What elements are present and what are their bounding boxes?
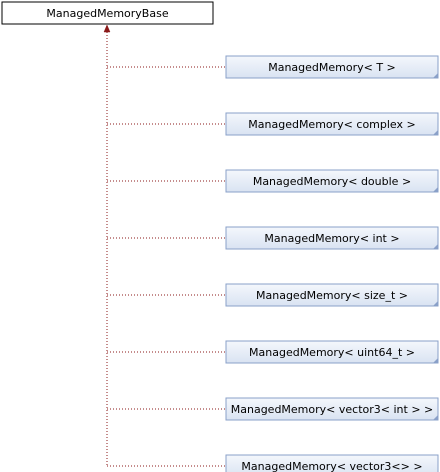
derived-class-box — [225, 226, 439, 250]
derived-class-node[interactable]: ManagedMemory< vector3< int > > — [225, 397, 439, 421]
derived-class-node[interactable]: ManagedMemory< complex > — [225, 112, 439, 136]
derived-class-corner-marker — [433, 187, 438, 192]
derived-class-label: ManagedMemory< complex > — [248, 118, 415, 131]
derived-class-box — [225, 397, 439, 421]
base-class-node[interactable]: ManagedMemoryBase — [1, 1, 214, 25]
derived-class-label: ManagedMemory< size_t > — [256, 289, 408, 302]
derived-class-node[interactable]: ManagedMemory< vector3<> > — [225, 454, 439, 472]
derived-class-node[interactable]: ManagedMemory< double > — [225, 169, 439, 193]
derived-class-label: ManagedMemory< uint64_t > — [249, 346, 415, 359]
derived-class-box — [225, 283, 439, 307]
derived-class-box — [225, 454, 439, 472]
derived-class-label: ManagedMemory< double > — [253, 175, 411, 188]
derived-class-box — [225, 112, 439, 136]
derived-class-node[interactable]: ManagedMemory< size_t > — [225, 283, 439, 307]
derived-class-corner-marker — [433, 130, 438, 135]
derived-class-corner-marker — [433, 244, 438, 249]
derived-class-node[interactable]: ManagedMemory< int > — [225, 226, 439, 250]
base-class-label: ManagedMemoryBase — [46, 7, 168, 20]
derived-class-corner-marker — [433, 301, 438, 306]
inheritance-edges — [106, 32, 226, 467]
derived-class-label: ManagedMemory< vector3< int > > — [231, 403, 434, 416]
derived-class-node[interactable]: ManagedMemory< T > — [225, 55, 439, 79]
derived-class-label: ManagedMemory< vector3<> > — [241, 460, 422, 472]
base-class-box — [1, 1, 214, 25]
derived-class-box — [225, 169, 439, 193]
derived-class-node[interactable]: ManagedMemory< uint64_t > — [225, 340, 439, 364]
derived-class-corner-marker — [433, 415, 438, 420]
inheritance-arrowhead — [103, 24, 111, 33]
derived-class-label: ManagedMemory< T > — [268, 61, 396, 74]
derived-class-corner-marker — [433, 73, 438, 78]
derived-class-corner-marker — [433, 358, 438, 363]
derived-class-label: ManagedMemory< int > — [264, 232, 399, 245]
derived-class-box — [225, 340, 439, 364]
derived-class-box — [225, 55, 439, 79]
derived-class-nodes: ManagedMemory< T > ManagedMemory< complex… — [225, 55, 439, 472]
